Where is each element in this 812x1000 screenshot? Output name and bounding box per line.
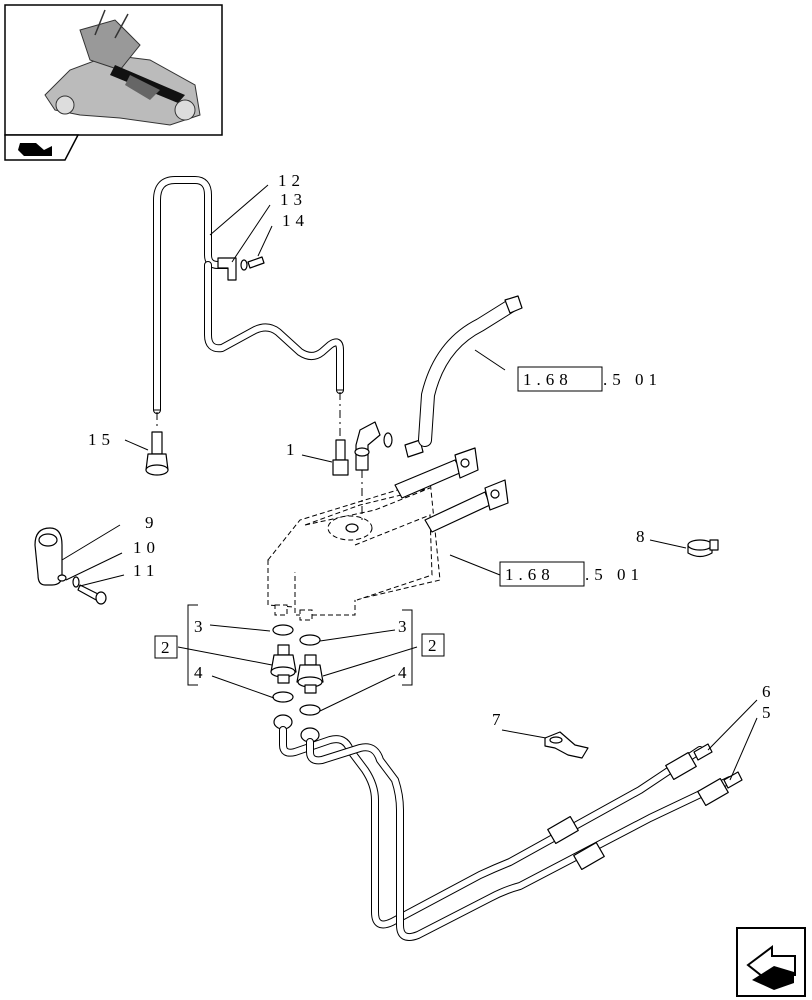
callout-15: 15 — [88, 430, 115, 449]
elbow-fitting[interactable] — [354, 421, 424, 471]
upper-pipe[interactable] — [153, 176, 344, 414]
callout-4-right: 4 — [398, 663, 412, 682]
callout-11: 11 — [133, 561, 159, 580]
valve-levers[interactable] — [394, 447, 509, 533]
union-fitting[interactable] — [332, 439, 349, 476]
callout-12: 12 — [278, 171, 305, 190]
reference-top[interactable]: 1.68 .5 01 — [517, 366, 662, 392]
callout-7: 7 — [492, 710, 506, 729]
reference-middle-suffix: .5 01 — [585, 565, 644, 584]
callout-2-left-box: 2 — [154, 635, 178, 659]
callout-labels: 12 13 14 15 1 9 10 11 8 3 3 4 4 7 6 5 — [88, 171, 776, 729]
overview-thumbnail[interactable] — [4, 4, 223, 136]
pressure-switch-right[interactable] — [296, 634, 324, 743]
next-page-arrow-icon[interactable] — [736, 927, 806, 997]
callout-13: 13 — [280, 190, 307, 209]
callout-8: 8 — [636, 527, 650, 546]
adapter-fitting[interactable] — [145, 431, 169, 476]
callout-2-left: 2 — [161, 638, 175, 657]
lower-pipe-6[interactable] — [279, 726, 704, 929]
callout-2-right-box: 2 — [421, 633, 445, 657]
pipe-bracket[interactable] — [34, 527, 107, 605]
section-flag-icon[interactable] — [4, 134, 80, 161]
callout-3-right: 3 — [398, 617, 412, 636]
callout-2-right: 2 — [428, 636, 442, 655]
reference-top-code: 1.68 — [523, 370, 573, 389]
callout-1: 1 — [286, 440, 300, 459]
leader-lines — [61, 184, 758, 781]
reference-top-suffix: .5 01 — [603, 370, 662, 389]
tractor-transmission-thumbnail-icon — [44, 9, 201, 126]
callout-6: 6 — [762, 682, 776, 701]
pipe-clip-7[interactable] — [544, 731, 589, 759]
valve-block[interactable] — [267, 479, 441, 621]
pipe-sleeves — [547, 743, 743, 871]
callout-10: 10 — [133, 538, 160, 557]
callout-14: 14 — [282, 211, 309, 230]
reference-middle-code: 1.68 — [505, 565, 555, 584]
hose-clip-8[interactable] — [687, 539, 719, 558]
reference-middle[interactable]: 1.68 .5 01 — [499, 561, 644, 587]
callout-4-left: 4 — [194, 663, 208, 682]
pressure-switch-left[interactable] — [270, 624, 297, 730]
callout-3-left: 3 — [194, 617, 208, 636]
pipe-clamp[interactable] — [217, 256, 265, 281]
callout-5: 5 — [762, 703, 776, 722]
lower-pipe-5[interactable] — [306, 738, 734, 941]
flexible-hose[interactable] — [418, 295, 523, 447]
callout-9: 9 — [145, 513, 159, 532]
